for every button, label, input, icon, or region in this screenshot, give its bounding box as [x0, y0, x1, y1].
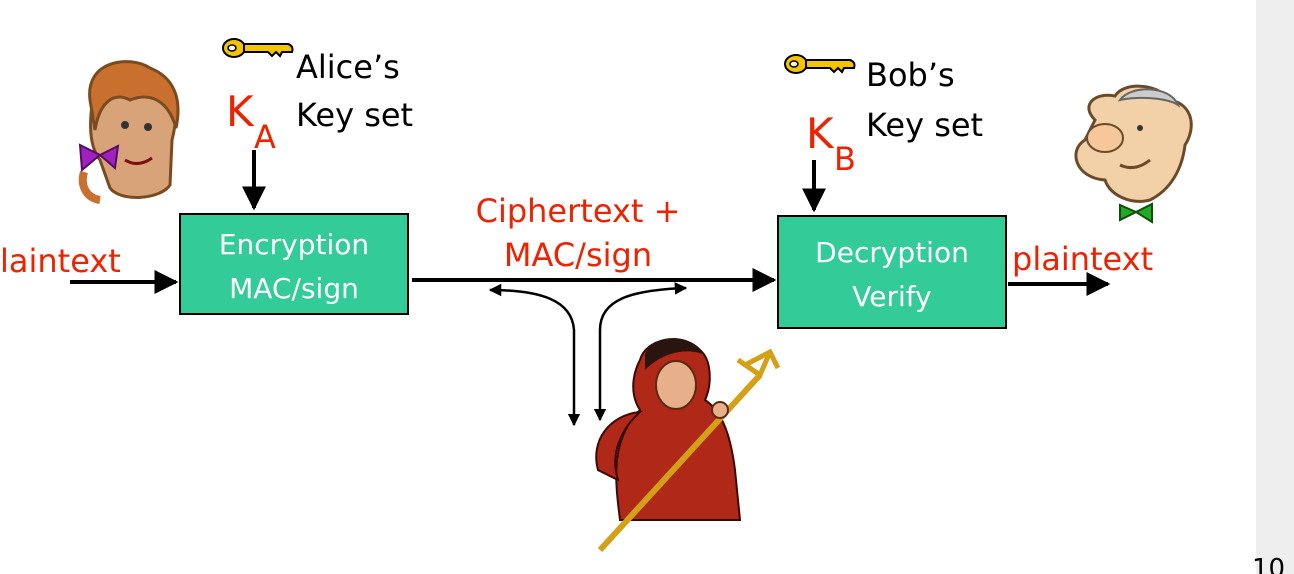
decryption-box-line2: Verify: [852, 280, 931, 313]
slide-right-strip: [1256, 0, 1294, 574]
bob-key-label-line1: Bob’s: [866, 56, 955, 94]
bob-key-letter: K: [806, 109, 835, 158]
key-icon: [784, 54, 856, 74]
channel-label-line2: MAC/sign: [504, 236, 652, 274]
output-plaintext-label: plaintext: [1012, 240, 1153, 278]
channel-label-line1: Ciphertext +: [476, 192, 681, 230]
bob-key-label-line2: Key set: [866, 106, 983, 144]
decryption-box-line1: Decryption: [815, 236, 969, 269]
alice-key-label-line2: Key set: [296, 96, 413, 134]
intercept-arrow-right: [593, 282, 688, 422]
key-icon: [222, 38, 294, 58]
trudy-devil-avatar: [595, 338, 781, 553]
alice-avatar: [78, 60, 180, 204]
encryption-box-line1: Encryption: [219, 228, 369, 261]
bob-key-subscript: B: [834, 140, 856, 178]
decryption-box: [777, 215, 1007, 329]
alice-key-subscript: A: [254, 118, 276, 156]
alice-key-label-line1: Alice’s: [296, 48, 400, 86]
bob-avatar: [1074, 84, 1193, 224]
input-plaintext-label: laintext: [0, 242, 121, 280]
encryption-box-line2: MAC/sign: [229, 272, 359, 305]
alice-key-letter: K: [226, 87, 255, 136]
encryption-box: [179, 213, 409, 315]
intercept-arrow-left: [488, 283, 581, 427]
page-number: 10: [1252, 556, 1286, 574]
